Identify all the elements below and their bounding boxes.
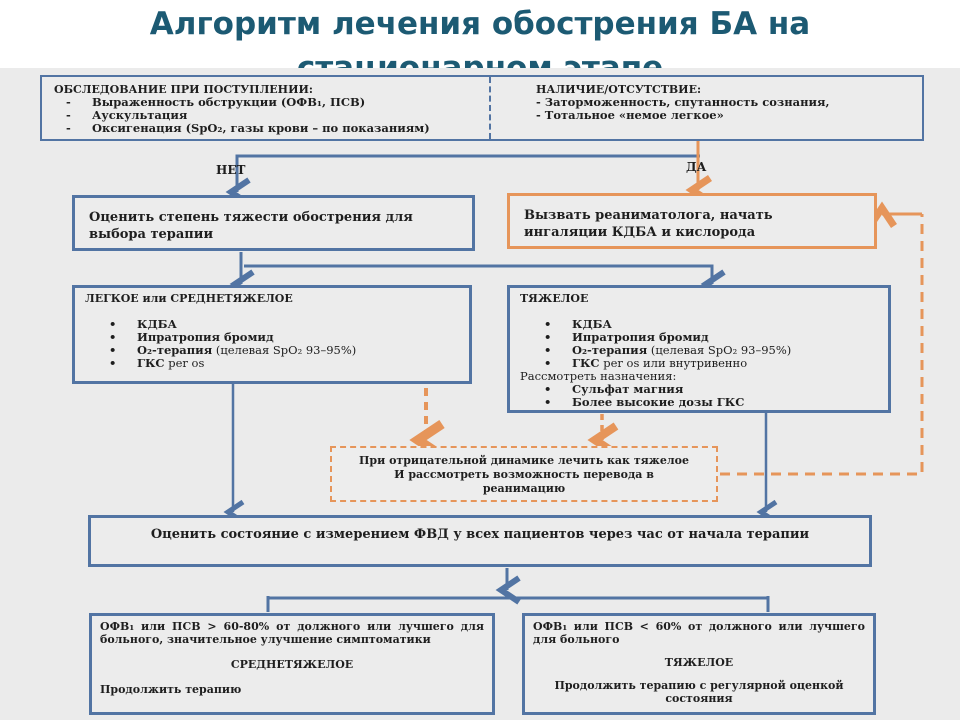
title-line-1: Алгоритм лечения обострения БА на bbox=[149, 6, 811, 42]
exam-right: НАЛИЧИЕ/ОТСУТСТВИЕ: - Заторможенность, с… bbox=[536, 83, 916, 122]
outcome-action: Продолжить терапию с регулярной оценкой … bbox=[554, 679, 844, 705]
evaluate-box: Оценить состояние с измерением ФВД у все… bbox=[88, 515, 872, 567]
label-yes: ДА bbox=[686, 160, 707, 174]
consider-item: Более высокие дозы ГКС bbox=[520, 396, 878, 410]
outcome-severity: ТЯЖЕЛОЕ bbox=[664, 656, 734, 669]
therapy-item: КДБА bbox=[85, 318, 459, 332]
therapy-item: ГКС per os или внутривенно bbox=[520, 357, 878, 371]
therapy-item: КДБА bbox=[520, 318, 878, 332]
mild-moderate-box: ЛЕГКОЕ или СРЕДНЕТЯЖЕЛОЕ КДБА Ипратропия… bbox=[72, 285, 472, 384]
icu-call-box: Вызвать реаниматолога, начать ингаляции … bbox=[507, 193, 877, 249]
therapy-item: O₂-терапия (целевая SpO₂ 93–95%) bbox=[85, 344, 459, 358]
outcome-severity: СРЕДНЕТЯЖЕЛОЕ bbox=[230, 658, 354, 671]
exam-divider bbox=[489, 77, 491, 139]
exam-right-item: - Заторможенность, спутанность сознания, bbox=[536, 95, 830, 109]
therapy-item: Ипратропия бромид bbox=[85, 331, 459, 345]
severe-box: ТЯЖЕЛОЕ КДБА Ипратропия бромид O₂-терапи… bbox=[507, 285, 891, 413]
outcome-criteria: ОФВ₁ или ПСВ > 60-80% от должного или лу… bbox=[100, 620, 484, 646]
negative-dynamics-box: При отрицательной динамике лечить как тя… bbox=[330, 446, 718, 502]
mild-heading: ЛЕГКОЕ или СРЕДНЕТЯЖЕЛОЕ bbox=[85, 292, 293, 305]
outcome-severe-box: ОФВ₁ или ПСВ < 60% от должного или лучше… bbox=[522, 613, 876, 715]
label-no: НЕТ bbox=[216, 163, 246, 177]
exam-box: ОБСЛЕДОВАНИЕ ПРИ ПОСТУПЛЕНИИ: Выраженнос… bbox=[40, 75, 924, 141]
therapy-item: Ипратропия бромид bbox=[520, 331, 878, 345]
exam-right-item: - Тотальное «немое легкое» bbox=[536, 108, 724, 122]
consider-label: Рассмотреть назначения: bbox=[520, 369, 677, 383]
outcome-moderate-box: ОФВ₁ или ПСВ > 60-80% от должного или лу… bbox=[89, 613, 495, 715]
exam-right-heading: НАЛИЧИЕ/ОТСУТСТВИЕ: bbox=[536, 83, 702, 96]
outcome-action: Продолжить терапию bbox=[100, 683, 242, 696]
assess-severity-box: Оценить степень тяжести обострения для в… bbox=[72, 195, 475, 251]
therapy-item: ГКС per os bbox=[85, 357, 459, 371]
exam-item: Выраженность обструкции (ОФВ₁, ПСВ) bbox=[54, 96, 484, 110]
exam-item: Аускультация bbox=[54, 109, 484, 123]
outcome-criteria: ОФВ₁ или ПСВ < 60% от должного или лучше… bbox=[533, 620, 865, 646]
severe-heading: ТЯЖЕЛОЕ bbox=[520, 292, 589, 305]
exam-left: ОБСЛЕДОВАНИЕ ПРИ ПОСТУПЛЕНИИ: Выраженнос… bbox=[54, 83, 484, 135]
exam-left-heading: ОБСЛЕДОВАНИЕ ПРИ ПОСТУПЛЕНИИ: bbox=[54, 83, 313, 96]
consider-item: Сульфат магния bbox=[520, 383, 878, 397]
therapy-item: O₂-терапия (целевая SpO₂ 93–95%) bbox=[520, 344, 878, 358]
exam-item: Оксигенация (SpO₂, газы крови – по показ… bbox=[54, 122, 484, 136]
